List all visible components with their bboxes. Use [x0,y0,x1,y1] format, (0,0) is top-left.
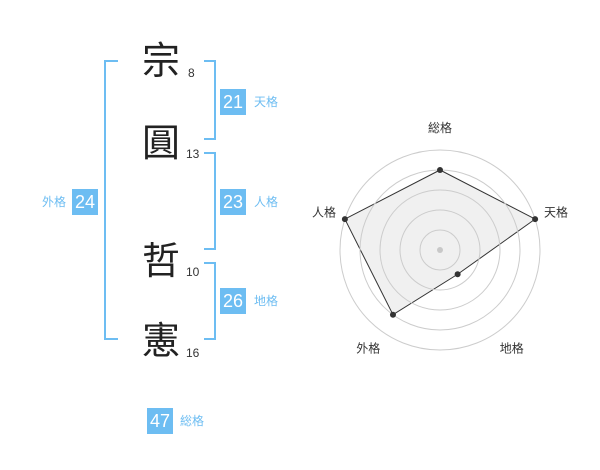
radar-point-3 [454,271,461,278]
radar-ring-outer [339,149,541,351]
radar-axis-label-1: 総格 [428,120,452,135]
name-char-3: 哲 [142,239,181,283]
chikaku-label: 地格 [254,294,279,308]
tenkaku-value: 21 [220,89,246,115]
radar-axis-label-2: 天格 [544,204,568,219]
gaikaku-bracket [104,60,118,340]
chikaku-value: 26 [220,288,246,314]
stroke-count-4: 16 [186,346,200,360]
radar-point-4 [389,311,396,318]
radar-axis-label-4: 外格 [356,341,380,356]
stroke-count-1: 8 [188,66,195,80]
radar-point-2 [532,216,539,223]
soukaku-value: 47 [147,408,173,434]
gaikaku-label: 外格 [42,195,67,209]
stroke-count-3: 10 [186,265,200,279]
radar-ring-3 [379,189,501,311]
soukaku-label: 総格 [180,414,205,428]
name-char-1: 宗 [142,39,181,83]
radar-point-1 [437,167,443,173]
radar-axis-label-5: 人格 [312,204,336,219]
radar-point-5 [341,216,348,223]
radar-center-dot [437,247,443,253]
chikaku-bracket [204,262,216,340]
radar-ring-1 [419,229,461,271]
jinkaku-value: 23 [220,189,246,215]
jinkaku-label: 人格 [254,195,279,209]
jinkaku-bracket [204,152,216,250]
tenkaku-bracket [204,60,216,140]
radar-ring-2 [399,209,481,291]
tenkaku-label: 天格 [254,95,279,109]
name-char-4: 憲 [142,319,181,363]
radar-polygon [344,169,537,316]
radar-axis-label-3: 地格 [500,341,524,356]
name-char-2: 圓 [142,121,181,165]
gaikaku-value: 24 [72,189,98,215]
stroke-count-2: 13 [186,147,200,161]
